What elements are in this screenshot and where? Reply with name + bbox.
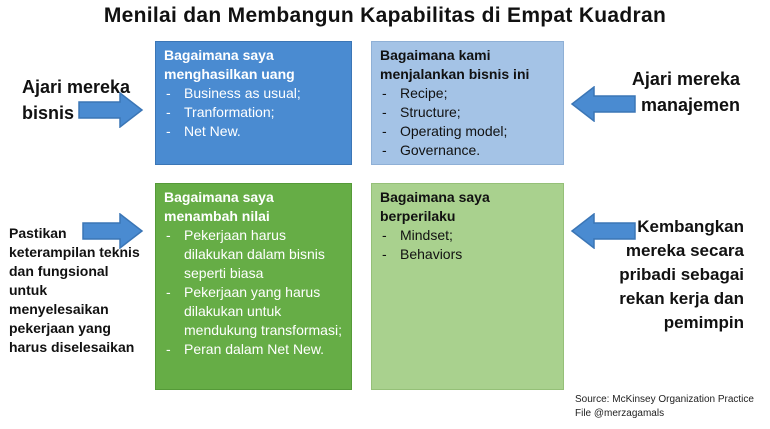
page-title: Menilai dan Membangun Kapabilitas di Emp… <box>103 4 667 27</box>
label-line: mereka secara <box>625 241 744 260</box>
list-item: Operating model; <box>380 122 555 141</box>
quadrant-bottom-right: Bagaimana saya berperilaku Mindset; Beha… <box>371 183 564 390</box>
label-line: Ajari mereka <box>631 69 740 89</box>
list-item: Behaviors <box>380 245 555 264</box>
heading-line: Bagaimana kami <box>380 47 491 63</box>
list-item: Pekerjaan harus dilakukan dalam bisnis s… <box>164 226 343 283</box>
list-item: Net New. <box>164 122 343 141</box>
quadrant-heading: Bagaimana saya menghasilkan uang <box>164 46 343 84</box>
heading-line: menghasilkan uang <box>164 66 295 82</box>
list-item: Pekerjaan yang harus dilakukan untuk men… <box>164 283 343 340</box>
heading-line: Bagaimana saya <box>380 189 490 205</box>
heading-line: berperilaku <box>380 208 456 224</box>
arrow-right-icon <box>82 213 144 249</box>
quadrant-top-right: Bagaimana kami menjalankan bisnis ini Re… <box>371 41 564 165</box>
quadrant-bottom-left: Bagaimana saya menambah nilai Pekerjaan … <box>155 183 352 390</box>
arrow-left-icon <box>570 86 636 122</box>
label-line: menyelesaikan <box>9 301 109 317</box>
quadrant-list: Recipe; Structure; Operating model; Gove… <box>380 84 555 160</box>
arrow-right-icon <box>78 92 144 128</box>
quadrant-list: Mindset; Behaviors <box>380 226 555 264</box>
source-note: Source: McKinsey Organization Practice F… <box>575 393 754 421</box>
label-line: harus diselesaikan <box>9 339 135 355</box>
side-label-top-right: Ajari mereka manajemen <box>580 66 740 118</box>
list-item: Mindset; <box>380 226 555 245</box>
label-line: pribadi sebagai <box>619 265 744 284</box>
heading-line: Bagaimana saya <box>164 189 274 205</box>
list-item: Recipe; <box>380 84 555 103</box>
list-item: Governance. <box>380 141 555 160</box>
label-line: untuk <box>9 282 48 298</box>
heading-line: menambah nilai <box>164 208 270 224</box>
label-line: rekan kerja dan <box>619 289 744 308</box>
label-line: Pastikan <box>9 225 67 241</box>
label-line: bisnis <box>22 103 75 123</box>
label-line: pekerjaan yang <box>9 320 111 336</box>
source-line: Source: McKinsey Organization Practice <box>575 394 754 405</box>
label-line: keterampilan teknis <box>9 244 140 260</box>
quadrant-top-left: Bagaimana saya menghasilkan uang Busines… <box>155 41 352 165</box>
label-line: pemimpin <box>663 313 744 332</box>
label-line: manajemen <box>640 95 740 115</box>
label-line: Ajari mereka <box>22 77 131 97</box>
list-item: Peran dalam Net New. <box>164 340 343 359</box>
quadrant-list: Pekerjaan harus dilakukan dalam bisnis s… <box>164 226 343 359</box>
label-line: dan fungsional <box>9 263 109 279</box>
quadrant-heading: Bagaimana kami menjalankan bisnis ini <box>380 46 555 84</box>
side-label-bottom-right: Kembangkan mereka secara pribadi sebagai… <box>580 215 744 335</box>
quadrant-heading: Bagaimana saya berperilaku <box>380 188 555 226</box>
side-label-top-left: Ajari mereka bisnis <box>22 74 130 126</box>
list-item: Tranformation; <box>164 103 343 122</box>
heading-line: Bagaimana saya <box>164 47 274 63</box>
heading-line: menjalankan bisnis ini <box>380 66 530 82</box>
quadrant-heading: Bagaimana saya menambah nilai <box>164 188 343 226</box>
quadrant-list: Business as usual; Tranformation; Net Ne… <box>164 84 343 141</box>
arrow-left-icon <box>570 213 636 249</box>
source-line: File @merzagamals <box>575 408 665 419</box>
list-item: Business as usual; <box>164 84 343 103</box>
label-line: Kembangkan <box>637 217 744 236</box>
list-item: Structure; <box>380 103 555 122</box>
side-label-bottom-left: Pastikan keterampilan teknis dan fungsio… <box>9 224 154 357</box>
